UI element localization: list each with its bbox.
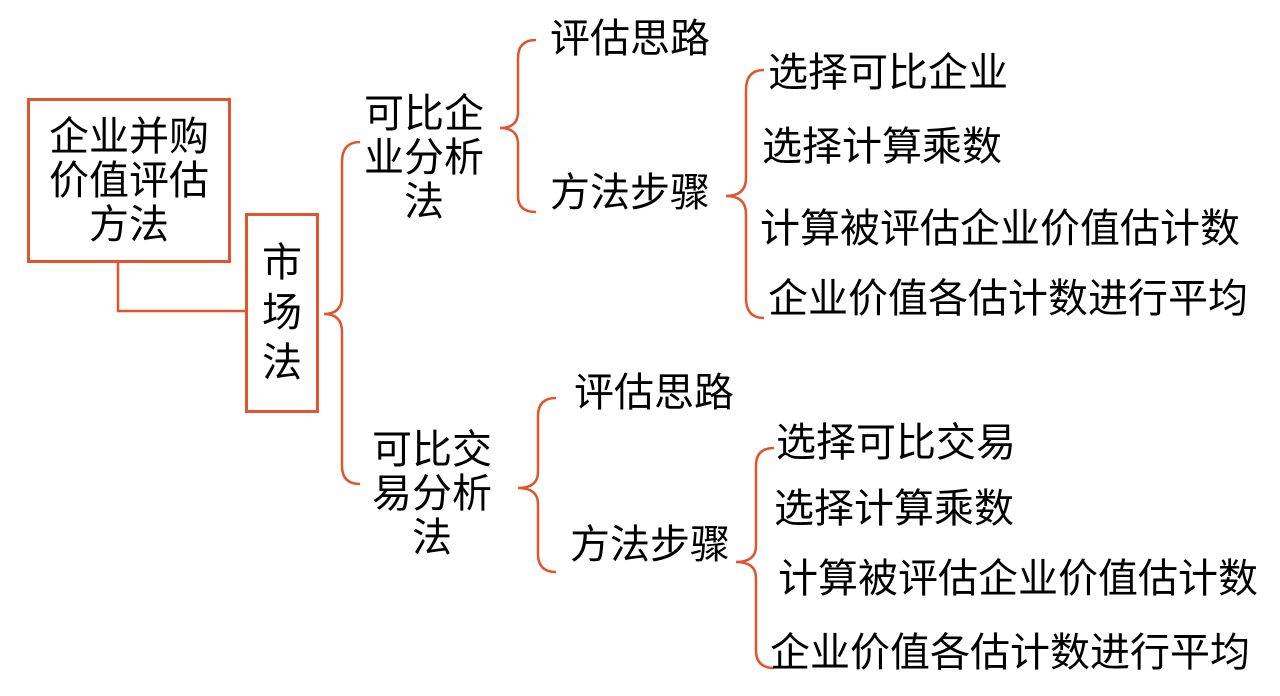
method-label: 市场法	[262, 240, 302, 386]
brace-steps-2	[735, 446, 775, 670]
root-label: 企业并购价值评估方法	[49, 113, 209, 248]
branch-1-step-3: 计算被评估企业价值估计数	[760, 206, 1240, 252]
brace-branch-1	[499, 38, 537, 214]
branch-2-idea: 评估思路	[574, 370, 734, 416]
branch-2-step-2: 选择计算乘数	[774, 486, 1014, 532]
branch-1-steps-label: 方法步骤	[550, 170, 710, 216]
connector-root-to-method	[116, 262, 246, 313]
branch-2-label: 可比交易分析法	[372, 427, 492, 561]
branch-1-label: 可比企业分析法	[364, 91, 484, 225]
branch-1-step-4: 企业价值各估计数进行平均	[768, 276, 1248, 322]
branch-1-step-2: 选择计算乘数	[762, 124, 1002, 170]
branch-2-steps-label: 方法步骤	[570, 522, 730, 568]
branch-1-step-1: 选择可比企业	[768, 50, 1008, 96]
branch-1-idea: 评估思路	[550, 16, 710, 62]
root-node: 企业并购价值评估方法	[27, 98, 231, 263]
branch-2-step-1: 选择可比交易	[776, 420, 1016, 466]
branch-2-step-3: 计算被评估企业价值估计数	[778, 556, 1258, 602]
brace-branch-2	[517, 396, 557, 574]
method-node: 市场法	[245, 213, 319, 413]
brace-method	[323, 140, 361, 486]
branch-2-step-4: 企业价值各估计数进行平均	[770, 630, 1250, 676]
brace-steps-1	[725, 68, 765, 320]
